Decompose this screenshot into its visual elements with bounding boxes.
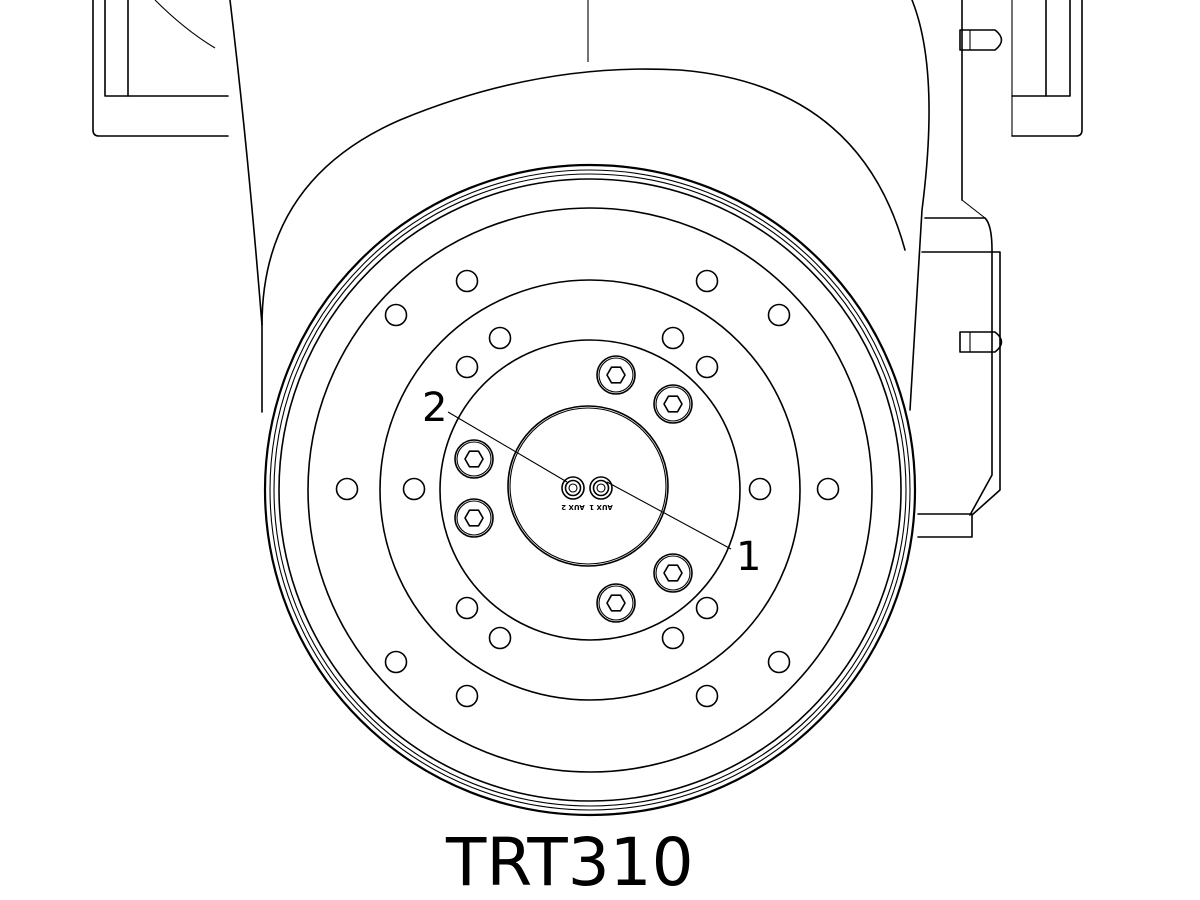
aux-port-1-label: AUX 1 xyxy=(589,503,613,511)
hole xyxy=(661,326,685,350)
hole xyxy=(488,626,512,650)
aux-ports: AUX 2 AUX 1 xyxy=(561,476,613,511)
callout-1-label: 1 xyxy=(736,534,761,580)
hole xyxy=(816,477,840,501)
hole xyxy=(455,596,479,620)
cap-screw xyxy=(653,384,693,424)
callout-2-label: 2 xyxy=(422,385,447,431)
hole xyxy=(455,355,479,379)
hole xyxy=(402,477,426,501)
callouts: 1 2 xyxy=(422,385,761,580)
hole xyxy=(455,684,479,708)
cap-screw xyxy=(596,355,636,395)
aux-port-1 xyxy=(589,476,613,500)
aux-port-2 xyxy=(561,476,585,500)
hole xyxy=(695,269,719,293)
hole xyxy=(455,269,479,293)
hole xyxy=(661,626,685,650)
hole xyxy=(767,303,791,327)
hole xyxy=(488,326,512,350)
cap-screw xyxy=(454,498,494,538)
mounting-holes xyxy=(335,269,840,708)
hole xyxy=(335,477,359,501)
aux-port-2-label: AUX 2 xyxy=(561,503,585,511)
upper-housing xyxy=(92,0,1083,538)
cap-screws xyxy=(454,355,693,623)
hole xyxy=(748,477,772,501)
cap-screw xyxy=(653,553,693,593)
model-label: TRT310 xyxy=(445,824,694,900)
hole xyxy=(695,355,719,379)
callout-2-leader xyxy=(447,411,568,483)
hole xyxy=(695,596,719,620)
hole xyxy=(384,650,408,674)
callout-1-leader xyxy=(606,481,732,550)
cap-screw xyxy=(596,583,636,623)
hole xyxy=(384,303,408,327)
hole xyxy=(695,684,719,708)
rotary-table xyxy=(263,163,917,817)
hole xyxy=(767,650,791,674)
cap-screw xyxy=(454,439,494,479)
